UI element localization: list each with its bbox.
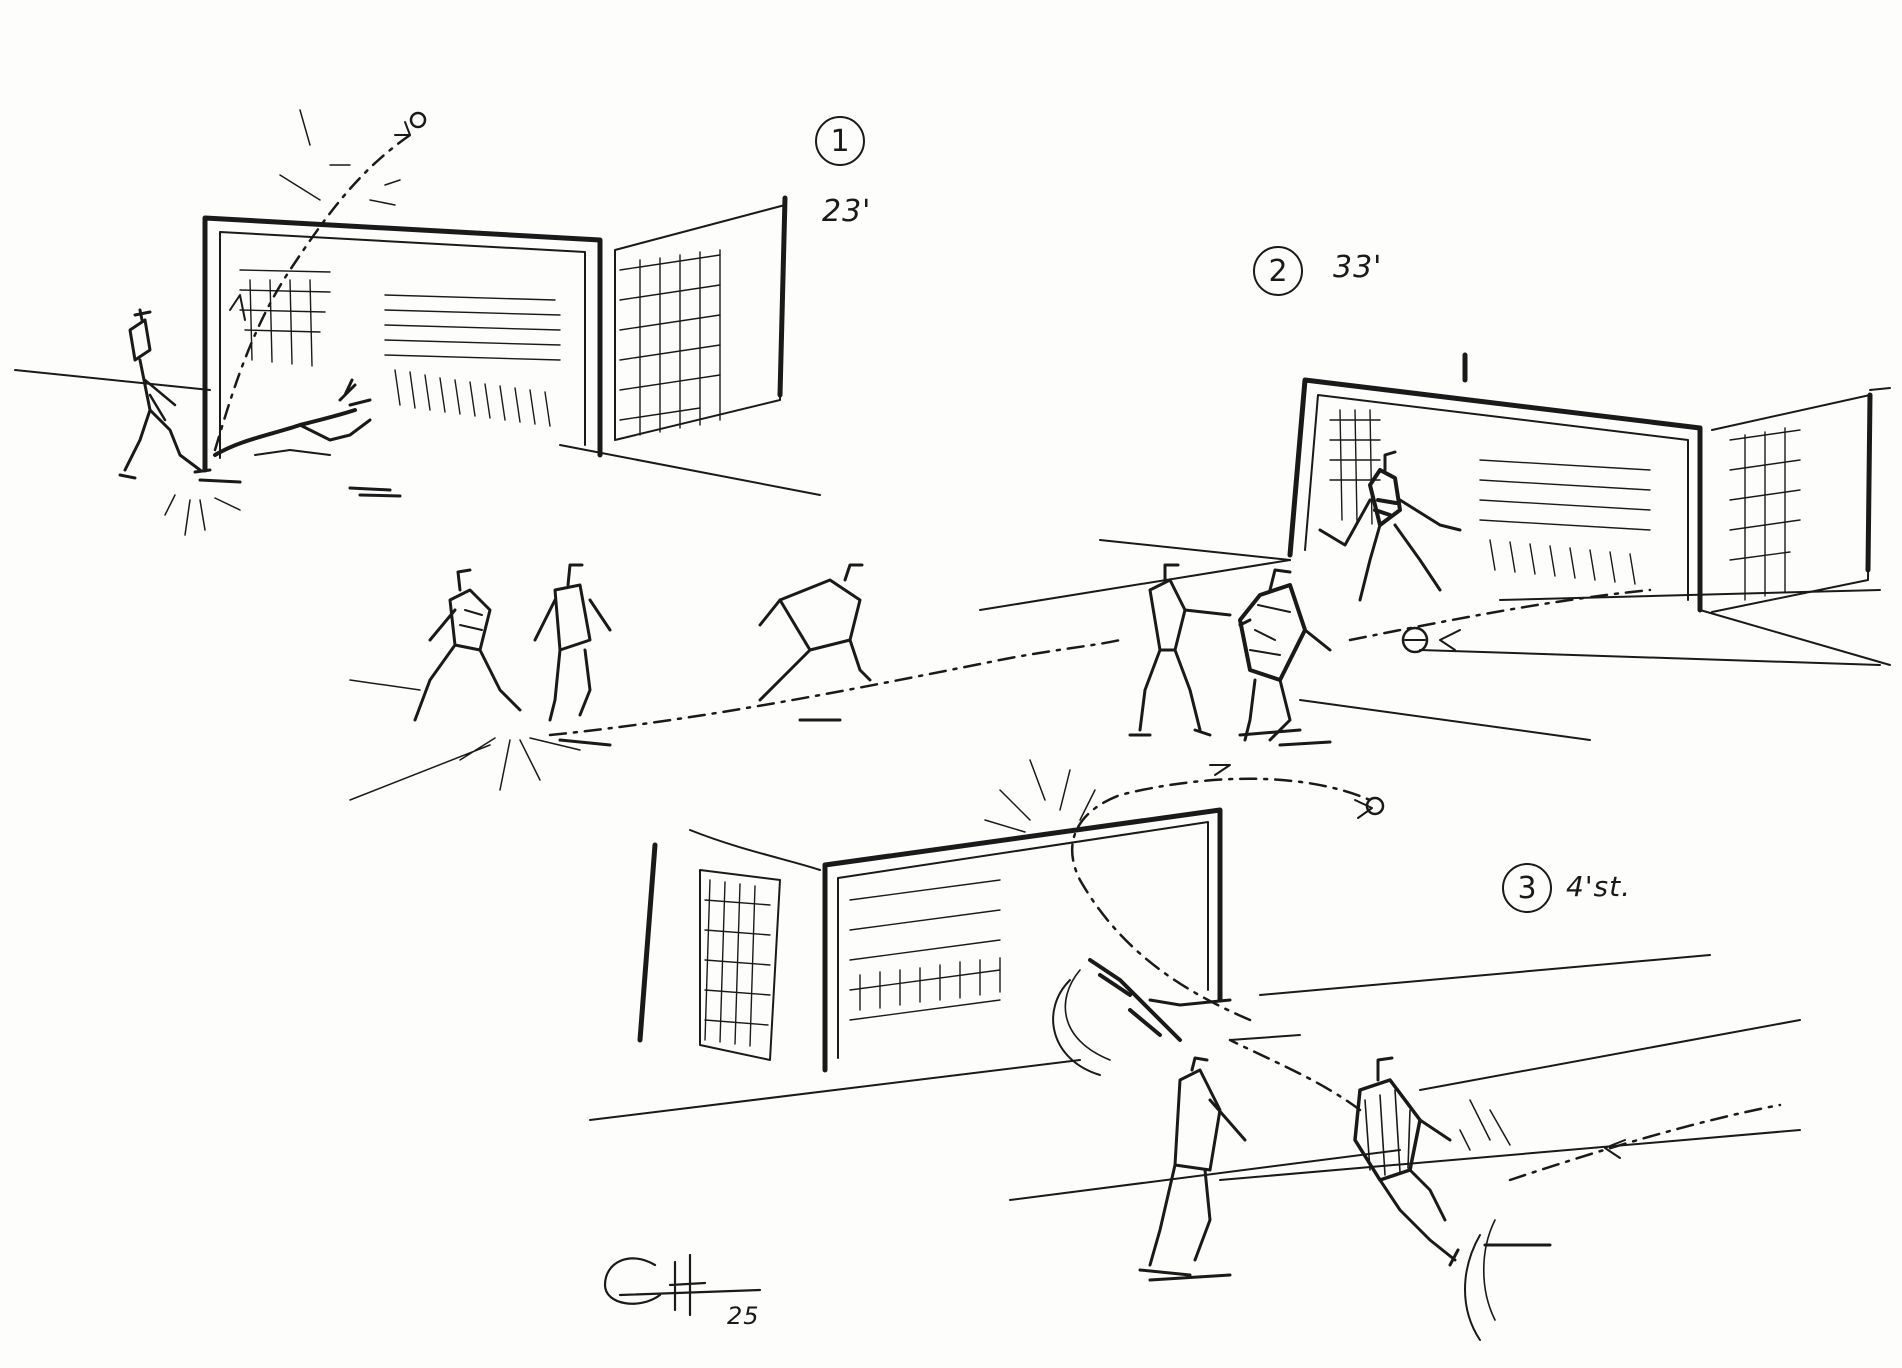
midfield-run [349, 563, 1652, 801]
scene-1-minute: 23' [822, 194, 872, 229]
scene-2-minute: 33' [1333, 250, 1383, 285]
scene-3-minute: 4'st. [1566, 870, 1631, 903]
scene-2-number: 2 [1253, 246, 1303, 296]
signature-date: 25 [727, 1302, 760, 1330]
scene-1-number: 1 [815, 116, 865, 166]
artist-signature [603, 1253, 762, 1317]
scene-3-number: 3 [1502, 863, 1552, 913]
scene-1-goal [14, 109, 821, 536]
scene-3-goal [589, 759, 1801, 1341]
scene-2-goal [979, 352, 1891, 747]
